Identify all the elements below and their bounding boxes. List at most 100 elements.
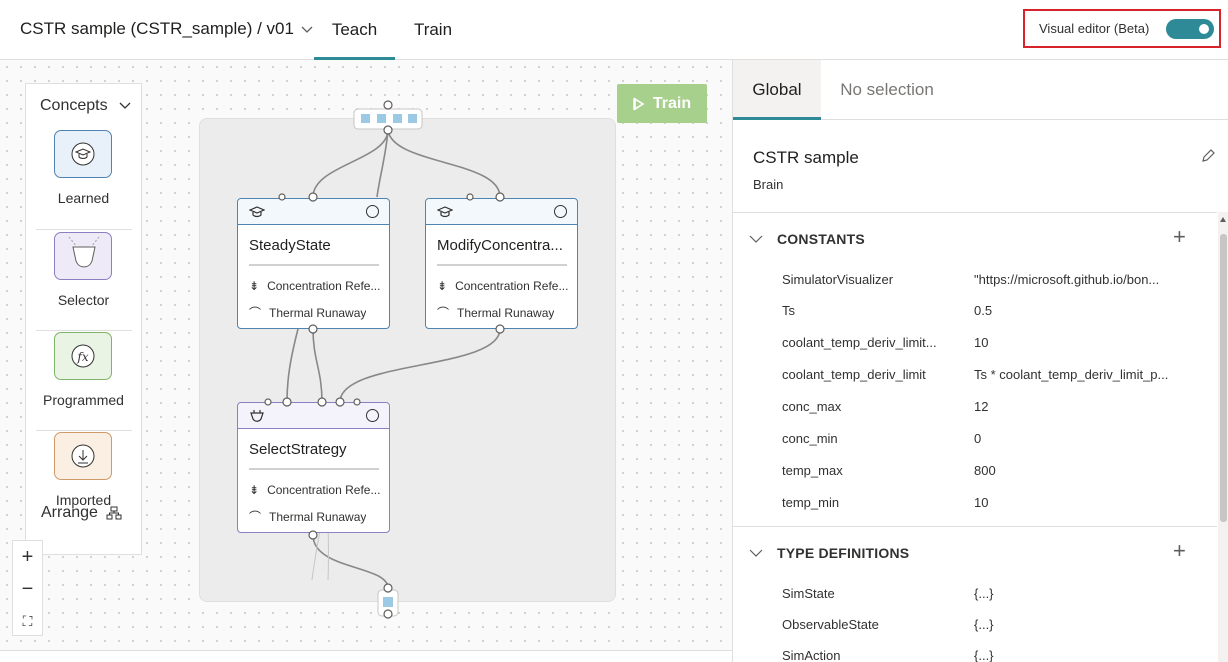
node-row: ⇟Concentration Refe... xyxy=(249,483,384,497)
constants-section-header[interactable]: CONSTANTS xyxy=(749,231,865,247)
visual-editor-label: Visual editor (Beta) xyxy=(1039,21,1150,36)
divider xyxy=(36,430,132,431)
goal-icon: ⇟ xyxy=(249,279,260,293)
node-divider xyxy=(249,264,379,266)
tab-teach-label: Teach xyxy=(331,20,378,39)
canvas-footer xyxy=(0,650,732,662)
concept-node-steadystate[interactable]: SteadyState ⇟Concentration Refe... ⌒Ther… xyxy=(237,198,390,329)
tab-teach[interactable]: Teach xyxy=(314,0,395,60)
type-definitions-section-header[interactable]: TYPE DEFINITIONS xyxy=(749,545,909,561)
add-type-button[interactable]: + xyxy=(1173,538,1186,563)
top-bar: CSTR sample (CSTR_sample) / v01 Teach Tr… xyxy=(0,0,1228,60)
constant-value: 12 xyxy=(974,399,989,414)
goal-icon: ⇟ xyxy=(249,483,260,497)
node-header xyxy=(238,199,389,225)
type-name[interactable]: SimState xyxy=(782,586,835,601)
status-circle-icon xyxy=(366,205,379,218)
avoid-icon: ⌒ xyxy=(249,306,262,320)
constant-value: 800 xyxy=(974,463,996,478)
palette-item-label: Imported xyxy=(55,492,112,508)
zoom-in-button[interactable]: + xyxy=(21,545,34,568)
panel-scrollbar[interactable] xyxy=(1218,212,1228,662)
palette-item-programmed[interactable]: fx Programmed xyxy=(34,332,133,432)
palette-item-imported[interactable]: Imported xyxy=(34,432,133,532)
arrange-label: Arrange xyxy=(41,504,98,521)
palette-item-label: Programmed xyxy=(43,392,124,408)
palette-toggle[interactable]: Concepts xyxy=(40,97,132,115)
selector-icon xyxy=(68,236,100,268)
chevron-down-icon xyxy=(119,102,131,109)
status-circle-icon xyxy=(366,409,379,422)
scroll-up-arrow-icon[interactable] xyxy=(1220,217,1226,222)
constant-value: Ts * coolant_temp_deriv_limit_p... xyxy=(974,367,1169,382)
divider xyxy=(36,330,132,331)
constant-value: "https://microsoft.github.io/bon... xyxy=(974,272,1160,287)
node-row: ⌒Thermal Runaway xyxy=(249,508,384,525)
train-button-label: Train xyxy=(652,94,692,112)
svg-text:fx: fx xyxy=(76,350,88,364)
scrollbar-thumb[interactable] xyxy=(1220,234,1227,522)
palette-item-label: Learned xyxy=(57,190,110,206)
palette-item-learned[interactable]: Learned xyxy=(34,130,133,230)
learned-tile xyxy=(54,130,112,178)
divider xyxy=(36,229,132,230)
palette-item-selector[interactable]: Selector xyxy=(34,232,133,332)
play-icon xyxy=(633,97,645,110)
graduation-cap-icon xyxy=(71,142,95,166)
type-name[interactable]: ObservableState xyxy=(782,617,879,632)
selector-icon xyxy=(250,410,264,422)
type-value[interactable]: {...} xyxy=(974,648,994,662)
constant-name: conc_min xyxy=(782,431,838,446)
type-value[interactable]: {...} xyxy=(974,586,994,601)
divider xyxy=(733,526,1217,527)
panel-tabs: Global No selection xyxy=(733,60,1228,120)
train-button[interactable]: Train xyxy=(617,84,707,123)
zoom-out-button[interactable]: − xyxy=(21,577,34,600)
tab-no-selection-label: No selection xyxy=(840,80,934,99)
brain-type: Brain xyxy=(753,177,784,192)
chevron-down-icon xyxy=(749,549,763,557)
programmed-tile: fx xyxy=(54,332,112,380)
hierarchy-icon xyxy=(106,506,122,520)
arrange-button[interactable]: Arrange xyxy=(41,504,122,522)
chevron-down-icon xyxy=(301,26,313,33)
tab-train-label: Train xyxy=(413,20,453,39)
add-constant-button[interactable]: + xyxy=(1173,224,1186,249)
tab-train[interactable]: Train xyxy=(396,0,470,60)
visual-editor-toggle[interactable] xyxy=(1166,19,1214,39)
status-circle-icon xyxy=(554,205,567,218)
constant-value: 10 xyxy=(974,495,989,510)
node-ports xyxy=(264,192,505,540)
node-row: ⇟Concentration Refe... xyxy=(249,279,384,293)
constant-name: temp_max xyxy=(782,463,843,478)
type-definitions-title: TYPE DEFINITIONS xyxy=(777,545,910,561)
divider xyxy=(733,212,1217,213)
node-header xyxy=(238,403,389,429)
tab-global-label: Global xyxy=(752,80,802,99)
tab-no-selection[interactable]: No selection xyxy=(821,60,953,120)
constant-name: Ts xyxy=(782,303,795,318)
concept-palette: Concepts Learned Selector fx Programmed xyxy=(25,83,142,555)
selector-tile xyxy=(54,232,112,280)
project-selector[interactable]: CSTR sample (CSTR_sample) / v01 xyxy=(20,19,314,39)
tab-global[interactable]: Global xyxy=(733,60,821,120)
brain-name: CSTR sample xyxy=(753,148,859,167)
constant-value: 0.5 xyxy=(974,303,993,318)
constant-value: 0 xyxy=(974,431,982,446)
imported-tile xyxy=(54,432,112,480)
type-name[interactable]: SimAction xyxy=(782,648,841,662)
node-divider xyxy=(437,264,567,266)
toggle-knob xyxy=(1199,24,1209,34)
import-icon xyxy=(71,444,95,468)
constant-name: SimulatorVisualizer xyxy=(782,272,894,287)
fit-view-button[interactable]: ⛶ xyxy=(22,612,33,629)
constant-name: temp_min xyxy=(782,495,840,510)
type-value[interactable]: {...} xyxy=(974,617,994,632)
edit-pencil-icon[interactable] xyxy=(1200,148,1216,164)
concept-node-modifyconcentration[interactable]: ModifyConcentra... ⇟Concentration Refe..… xyxy=(425,198,578,329)
node-divider xyxy=(249,468,379,470)
graduation-cap-icon xyxy=(249,206,265,218)
avoid-icon: ⌒ xyxy=(437,306,450,320)
graph-canvas[interactable]: Train SteadyState ⇟Concentration Refe...… xyxy=(0,60,732,650)
project-title: CSTR sample (CSTR_sample) / v01 xyxy=(20,19,294,38)
